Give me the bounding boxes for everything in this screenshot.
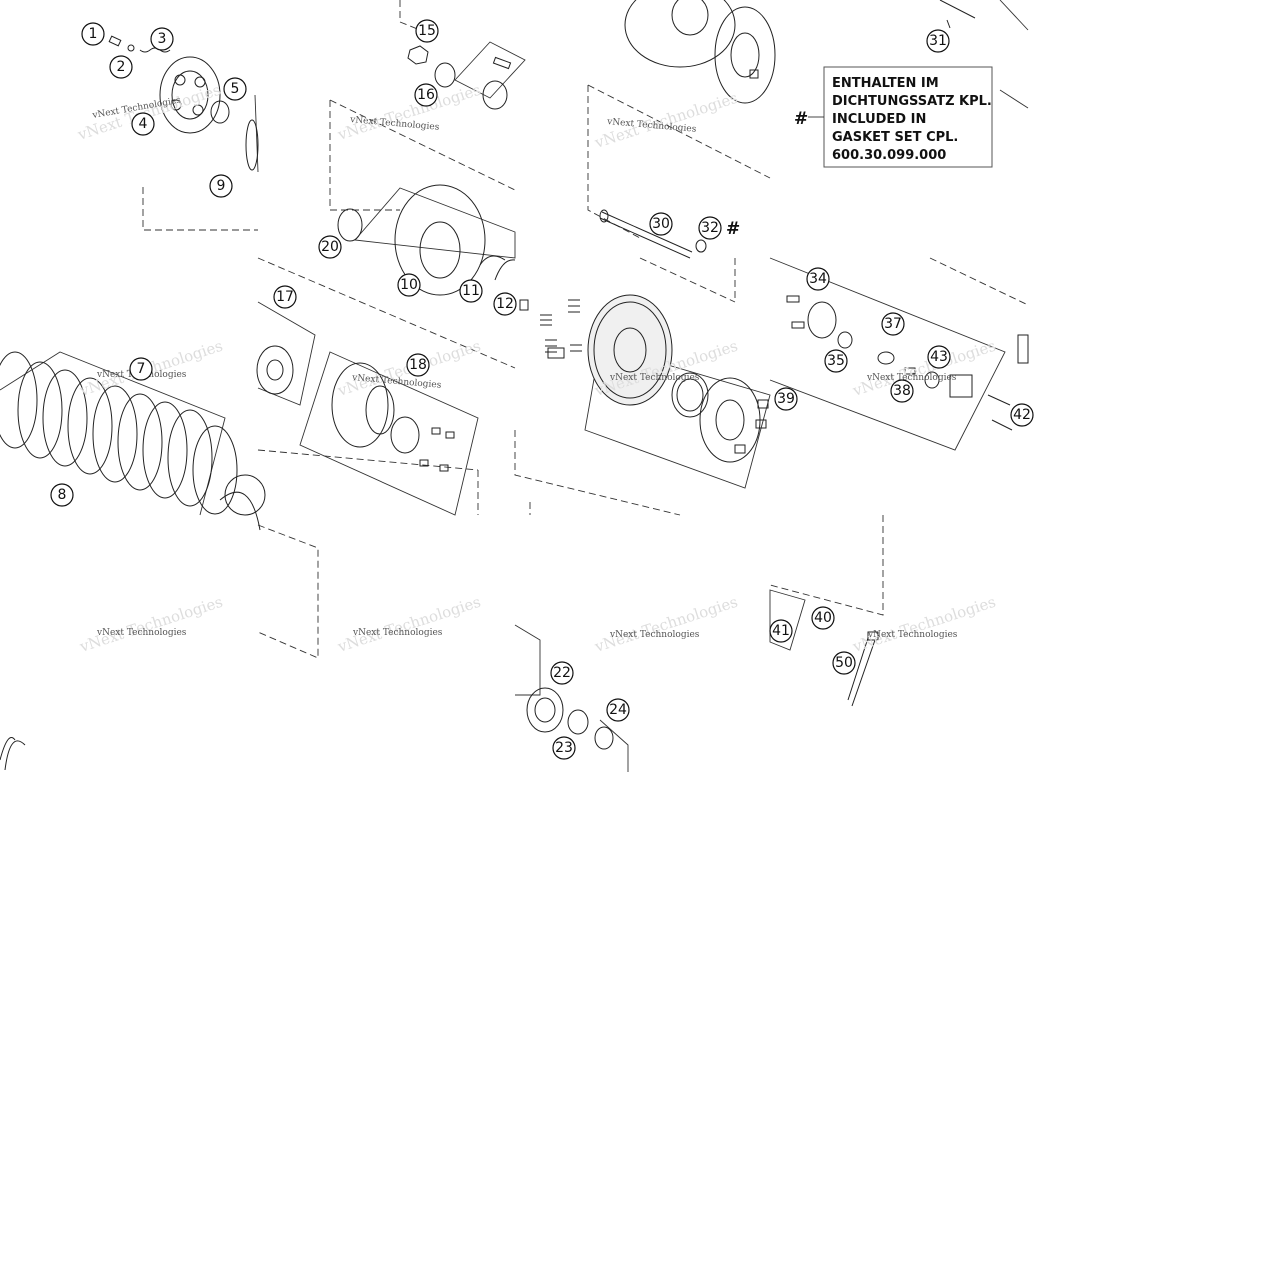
note-line-4: GASKET SET CPL. [832, 130, 958, 145]
callout-label: 11 [462, 283, 480, 299]
callout-label: 24 [609, 702, 627, 718]
watermark-text: vNext Technologies [866, 373, 957, 383]
callout-3: 3 [150, 27, 174, 51]
callout-label: 37 [884, 316, 902, 332]
callout-38: 38 [890, 379, 914, 403]
callout-label: 42 [1013, 407, 1031, 423]
callout-24: 24 [606, 698, 630, 722]
callout-9: 9 [209, 174, 233, 198]
callout-15: 15 [415, 19, 439, 43]
callout-34: 34 [806, 267, 830, 291]
assembly-frames [0, 0, 1029, 772]
callout-23: 23 [552, 736, 576, 760]
callout-4: 4 [131, 112, 155, 136]
callout-label: 32 [701, 220, 719, 236]
callout-7: 7 [129, 357, 153, 381]
gasket-set-note: # ENTHALTEN IM DICHTUNGSSATZ KPL. INCLUD… [726, 66, 993, 239]
callout-label: 39 [777, 391, 795, 407]
callout-label: 2 [117, 59, 126, 75]
callout-label: 7 [137, 361, 146, 377]
callout-label: 16 [417, 87, 435, 103]
callout-label: 35 [827, 353, 845, 369]
callout-label: 31 [929, 33, 947, 49]
callout-label: 50 [835, 655, 853, 671]
callout-label: 10 [400, 277, 418, 293]
callout-label: 17 [276, 289, 294, 305]
clutch-parts [0, 0, 1029, 771]
callout-label: 38 [893, 383, 911, 399]
clutch-disc-stack [0, 351, 266, 516]
part-32-marker: # [726, 219, 740, 239]
callout-label: 4 [139, 116, 148, 132]
callout-label: 9 [217, 178, 226, 194]
callout-37: 37 [881, 312, 905, 336]
callout-43: 43 [927, 345, 951, 369]
note-line-1: ENTHALTEN IM [832, 76, 939, 91]
svg-text:vNext Technologies: vNext Technologies [850, 337, 998, 400]
callout-label: 23 [555, 740, 573, 756]
callout-42: 42 [1010, 403, 1034, 427]
callout-label: 18 [409, 357, 427, 373]
svg-text:vNext Technologies: vNext Technologies [592, 593, 740, 656]
callout-20: 20 [318, 235, 342, 259]
callout-label: 41 [772, 623, 790, 639]
callout-label: 3 [158, 31, 167, 47]
callout-40: 40 [811, 606, 835, 630]
note-line-5: 600.30.099.000 [832, 148, 946, 163]
watermark-text: vNext Technologies [867, 630, 958, 640]
callout-8: 8 [50, 483, 74, 507]
callout-2: 2 [109, 55, 133, 79]
callout-label: 34 [809, 271, 827, 287]
callout-30: 30 [649, 212, 673, 236]
callout-label: 5 [231, 81, 240, 97]
watermark-text: vNext Technologies [96, 628, 187, 638]
callout-12: 12 [493, 292, 517, 316]
callout-label: 12 [496, 296, 514, 312]
callout-41: 41 [769, 619, 793, 643]
callout-label: 15 [418, 23, 436, 39]
svg-text:vNext Technologies: vNext Technologies [335, 593, 483, 656]
callout-32: 32 [698, 216, 722, 240]
callout-11: 11 [459, 279, 483, 303]
callout-label: 30 [652, 216, 670, 232]
callout-5: 5 [223, 77, 247, 101]
note-marker: # [794, 109, 808, 129]
callout-50: 50 [832, 651, 856, 675]
callout-label: 22 [553, 665, 571, 681]
callout-10: 10 [397, 273, 421, 297]
callout-label: 40 [814, 610, 832, 626]
callout-1: 1 [81, 22, 105, 46]
callout-label: 43 [930, 349, 948, 365]
callout-label: 8 [58, 487, 67, 503]
watermark-text: vNext Technologies [609, 630, 700, 640]
svg-text:vNext Technologies: vNext Technologies [335, 81, 483, 144]
callout-17: 17 [273, 285, 297, 309]
callout-label: 20 [321, 239, 339, 255]
note-line-2: DICHTUNGSSATZ KPL. [832, 94, 992, 109]
callout-39: 39 [774, 387, 798, 411]
callout-16: 16 [414, 83, 438, 107]
callout-22: 22 [550, 661, 574, 685]
note-line-3: INCLUDED IN [832, 112, 926, 127]
watermark-text: vNext Technologies [352, 628, 443, 638]
callout-35: 35 [824, 349, 848, 373]
callout-label: 1 [89, 26, 98, 42]
svg-text:vNext Technologies: vNext Technologies [850, 593, 998, 656]
svg-text:vNext Technologies: vNext Technologies [77, 593, 225, 656]
callout-31: 31 [926, 29, 950, 53]
callout-18: 18 [406, 353, 430, 377]
part-callouts: 1 2 3 4 5 7 8 9 10 11 12 15 16 17 18 20 … [50, 19, 1034, 760]
watermark-text: vNext Technologies [609, 373, 700, 383]
